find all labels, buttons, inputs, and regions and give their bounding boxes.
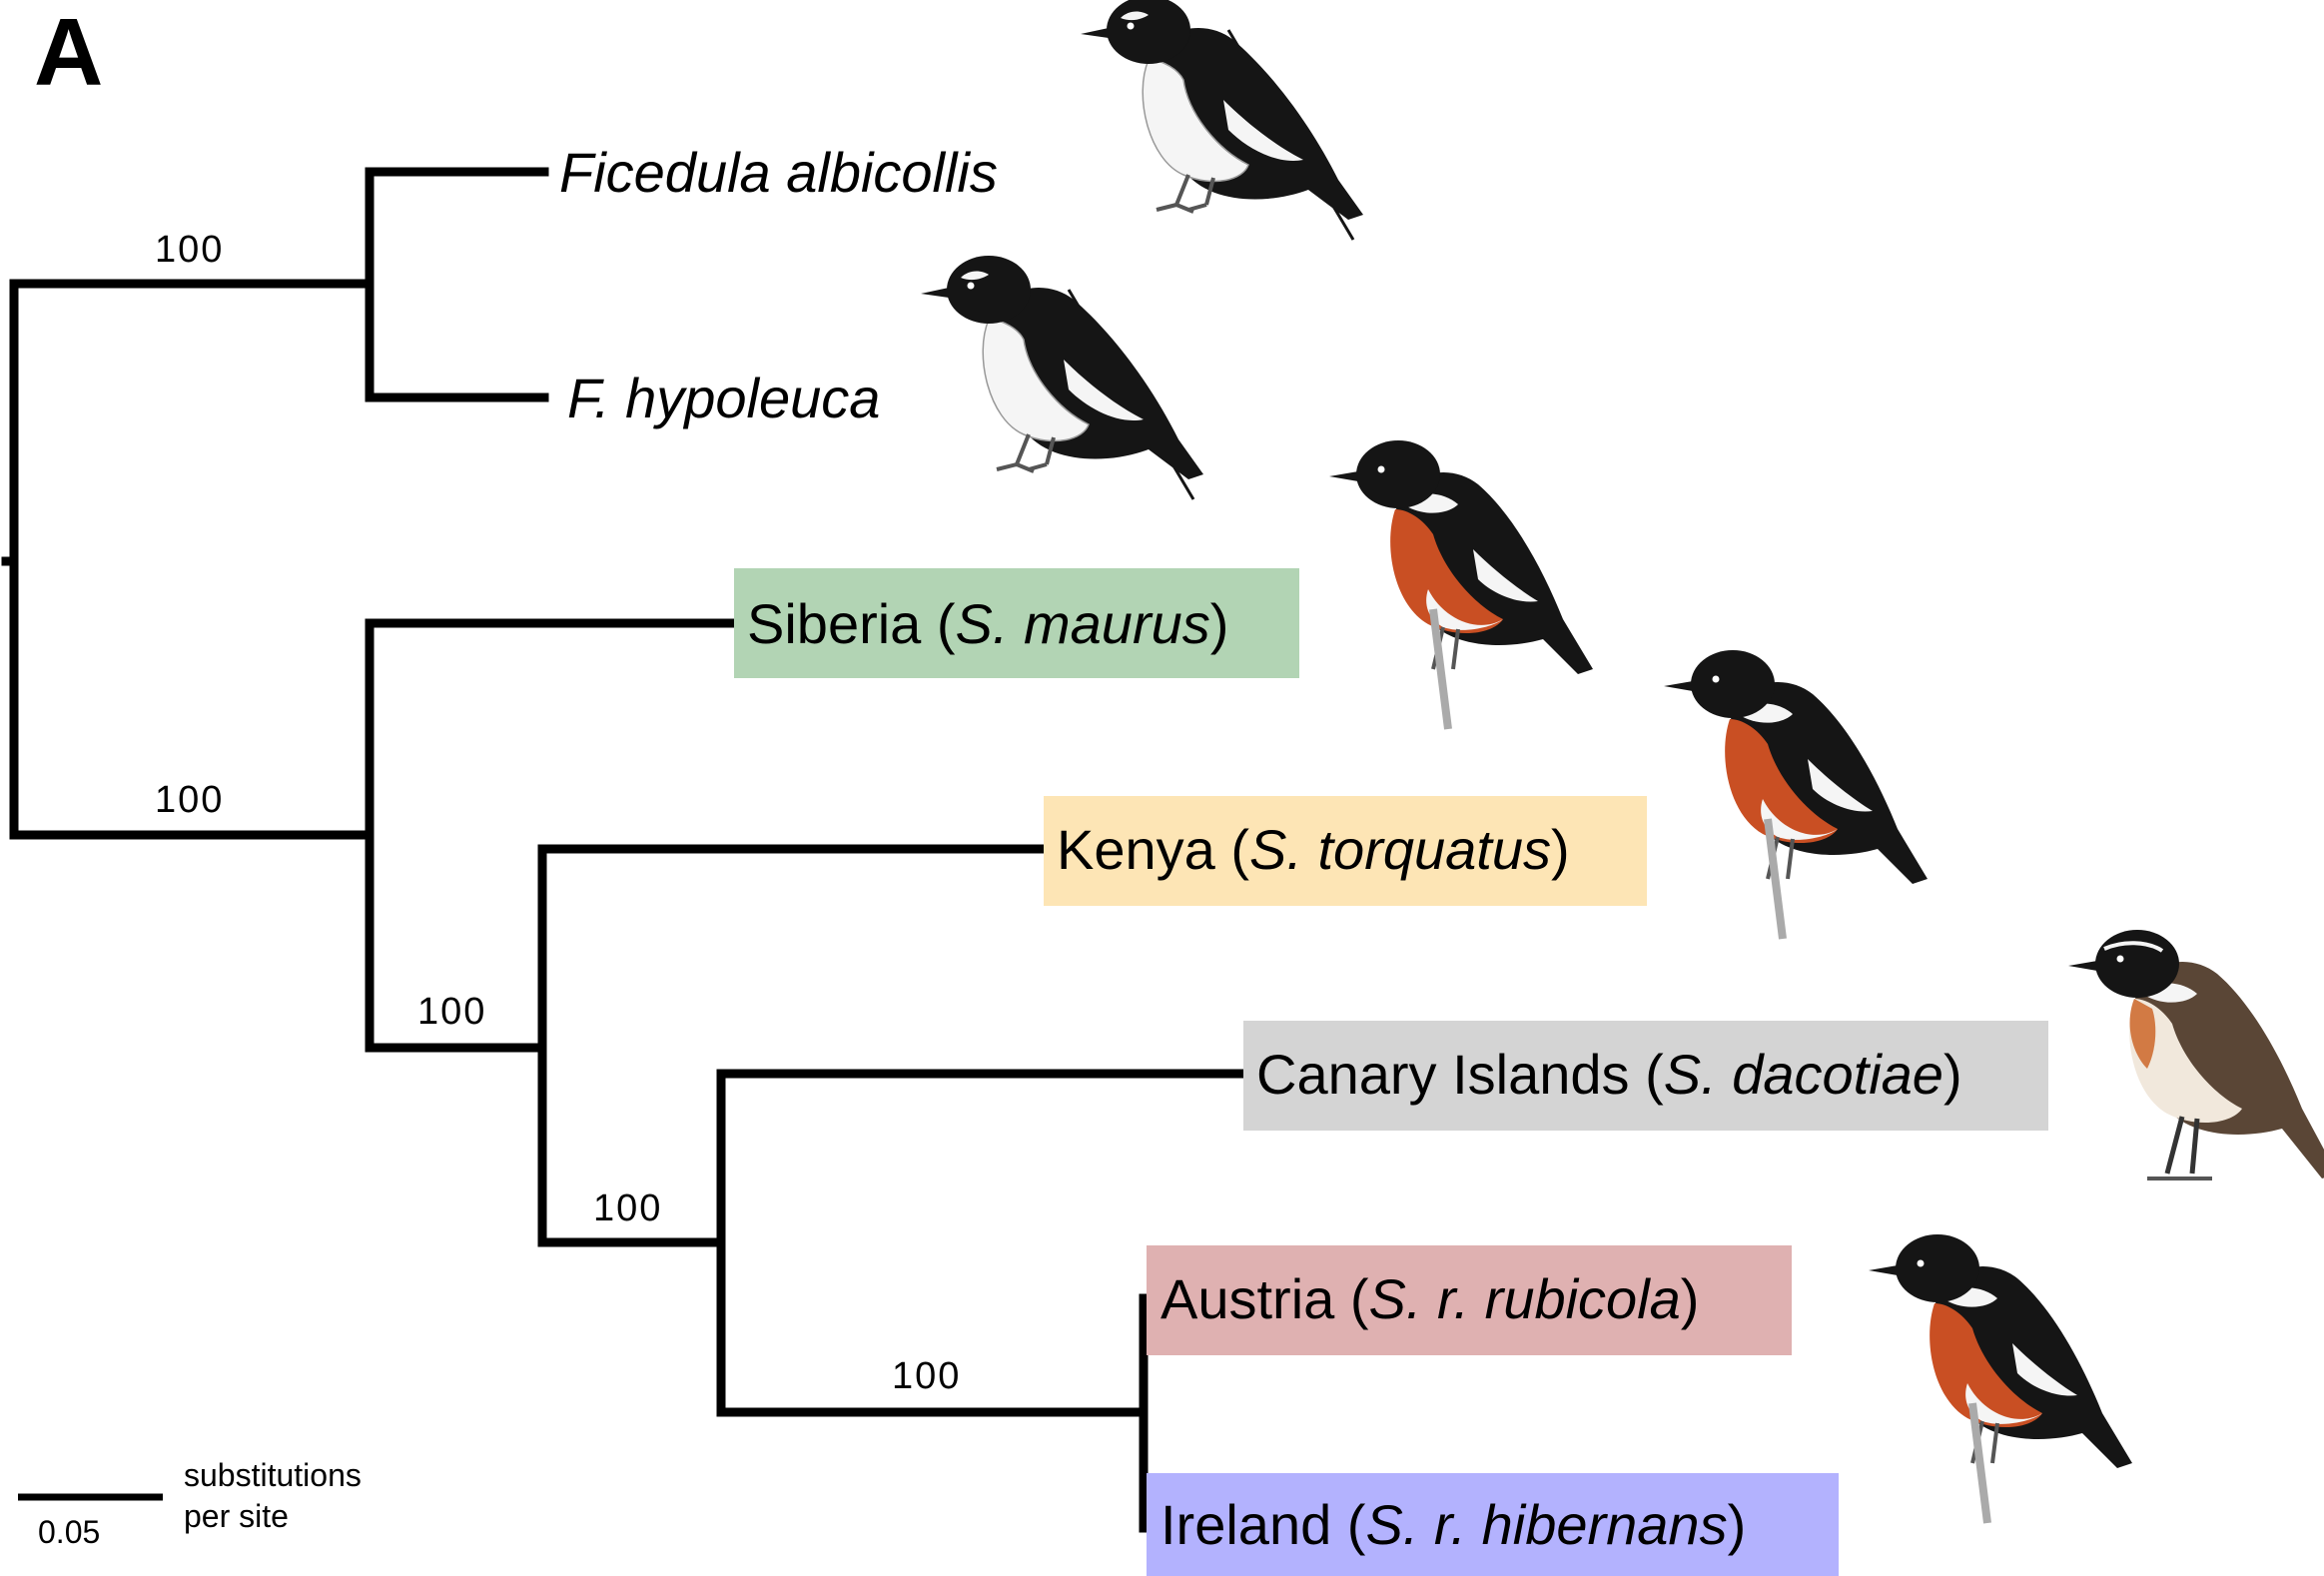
taxon-canary: Canary Islands (S. dacotiae) (1256, 1043, 1962, 1106)
taxon-austria: Austria (S. r. rubicola) (1161, 1267, 1699, 1330)
locality-ireland: Ireland (1161, 1493, 1331, 1556)
bird-illustration-pied-flycatcher (921, 256, 1203, 499)
support-ficedula-clade: 100 (155, 229, 224, 271)
taxon-ireland: Ireland (S. r. hibernans) (1161, 1493, 1746, 1556)
scale-bar-unit-line2: per site (184, 1498, 289, 1534)
support-torquatus-group: 100 (417, 991, 486, 1033)
locality-austria: Austria (1161, 1267, 1335, 1330)
species-austria: S. r. rubicola (1369, 1267, 1681, 1330)
taxon-siberia: Siberia (S. maurus) (747, 592, 1228, 655)
scale-bar-value: 0.05 (38, 1514, 100, 1550)
species-kenya: S. torquatus (1249, 818, 1551, 881)
scale-bar-unit-line1: substitutions (184, 1457, 362, 1493)
locality-siberia: Siberia (747, 592, 922, 655)
support-rubicola-group: 100 (892, 1355, 961, 1397)
bird-illustration-european-stonechat (1869, 1234, 2132, 1523)
locality-kenya: Kenya (1057, 818, 1216, 881)
species-siberia: S. maurus (956, 592, 1210, 655)
scale-bar: 0.05 substitutions per site (18, 1457, 362, 1550)
locality-canary: Canary Islands (1256, 1043, 1630, 1106)
support-saxicola-clade: 100 (155, 779, 224, 821)
taxon-f-hypoleuca: F. hypoleuca (567, 367, 880, 429)
species-ireland: S. r. hibernans (1365, 1493, 1727, 1556)
taxon-ficedula-albicollis: Ficedula albicollis (559, 141, 998, 204)
bird-illustration-african-stonechat (1664, 650, 1928, 939)
panel-label: A (34, 0, 103, 106)
bird-illustration-siberian-stonechat (1329, 440, 1593, 729)
support-dacotiae-rubicola: 100 (593, 1187, 662, 1229)
taxon-kenya: Kenya (S. torquatus) (1057, 818, 1570, 881)
species-canary: S. dacotiae (1664, 1043, 1943, 1106)
bird-illustration-collared-flycatcher (1081, 0, 1363, 240)
bird-illustration-canary-stonechat (2068, 930, 2324, 1179)
